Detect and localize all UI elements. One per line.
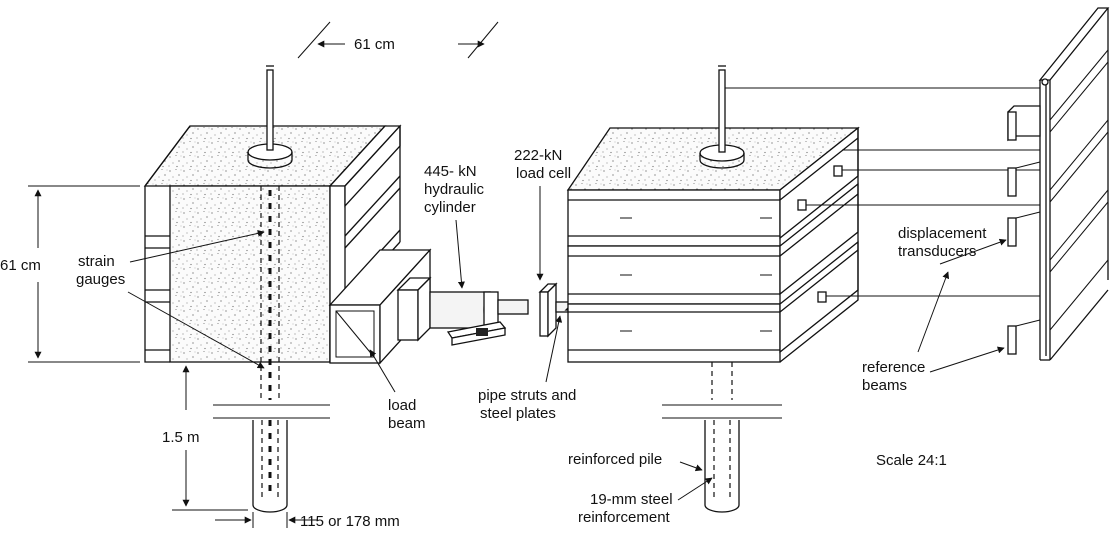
label-depth: 1.5 m [162, 429, 200, 446]
label-displacement-1: displacement [898, 225, 987, 242]
dim-pile-diameter: 115 or 178 mm [215, 512, 400, 530]
right-soil-box [566, 65, 860, 513]
hydraulic-callout: 445- kN hydraulic cylinder [424, 163, 485, 289]
load-beam-callout: load beam [369, 349, 426, 432]
displacement-callout: displacement transducers [898, 225, 1007, 265]
left-soil-box [143, 65, 432, 513]
label-reference-2: beams [862, 377, 907, 394]
label-displacement-2: transducers [898, 243, 976, 260]
label-steel-reinf-1: 19-mm steel [590, 491, 673, 508]
label-strain-1: strain [78, 253, 115, 270]
label-loadcell-2: load cell [516, 165, 571, 182]
dim-depth: 1.5 m [162, 365, 248, 511]
reference-frame [1007, 7, 1110, 361]
label-load-beam-2: beam [388, 415, 426, 432]
label-scale: Scale 24:1 [876, 452, 947, 469]
right-pile-rod [718, 69, 726, 153]
label-loadcell-1: 222-kN [514, 147, 562, 164]
label-strain-2: gauges [76, 271, 125, 288]
reference-callout: reference beams [862, 271, 1005, 394]
label-pipe-struts-1: pipe struts and [478, 387, 576, 404]
transducer-wires [725, 87, 1040, 297]
label-pile-diameter: 115 or 178 mm [300, 513, 400, 530]
label-pipe-struts-2: steel plates [480, 405, 556, 422]
pipe-struts-callout: pipe struts and steel plates [478, 315, 576, 422]
strain-gauges-callout: strain gauges [76, 229, 265, 369]
label-width-top: 61 cm [354, 36, 395, 53]
label-steel-reinf-2: reinforcement [578, 509, 671, 526]
label-hydraulic-2: hydraulic [424, 181, 485, 198]
label-hydraulic-1: 445- kN [424, 163, 477, 180]
pile-callouts: reinforced pile 19-mm steel reinforcemen… [568, 451, 713, 526]
loadcell-callout: 222-kN load cell [514, 147, 571, 281]
dim-width-top: 61 cm [297, 21, 499, 59]
label-reinforced-pile: reinforced pile [568, 451, 662, 468]
label-height-left: 61 cm [0, 257, 41, 274]
label-reference-1: reference [862, 359, 925, 376]
left-pile-rod [266, 69, 274, 151]
dim-height-left: 61 cm [0, 185, 140, 363]
label-load-beam-1: load [388, 397, 416, 414]
label-hydraulic-3: cylinder [424, 199, 476, 216]
left-soil-front [169, 185, 331, 363]
